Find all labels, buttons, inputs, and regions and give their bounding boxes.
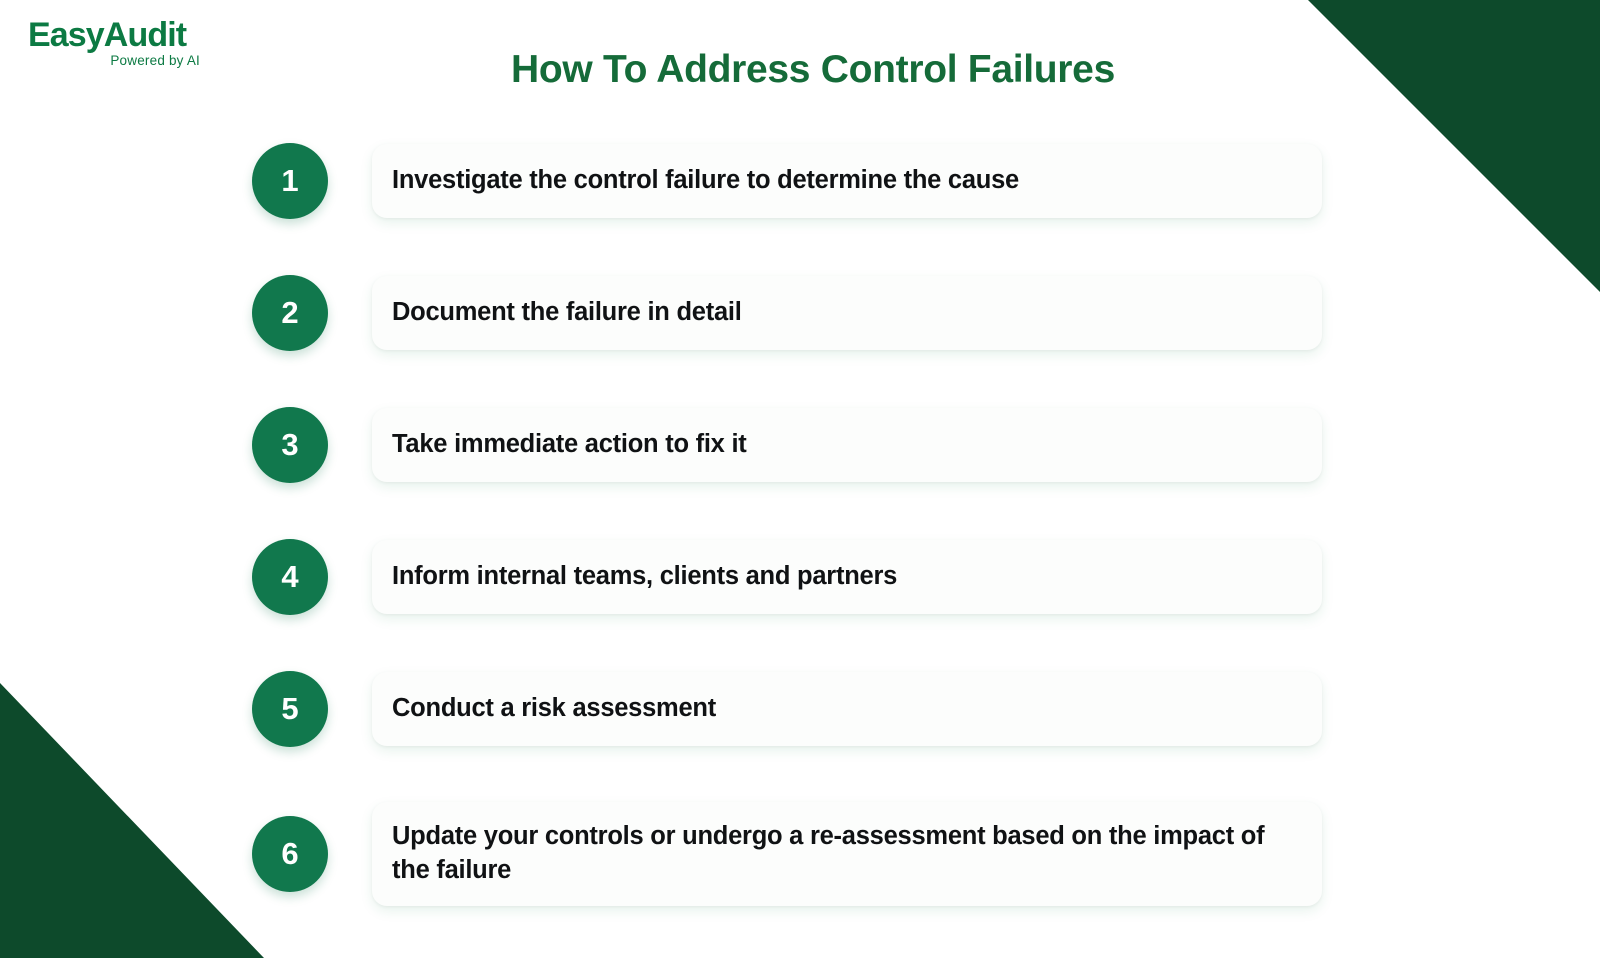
step-card: Inform internal teams, clients and partn… [372, 540, 1322, 614]
step-card: Update your controls or undergo a re-ass… [372, 802, 1322, 906]
step-number-badge: 1 [252, 143, 328, 219]
step-text: Document the failure in detail [392, 298, 742, 327]
step-number-badge: 2 [252, 275, 328, 351]
list-item: 2 Document the failure in detail [252, 270, 1322, 356]
step-card: Conduct a risk assessment [372, 672, 1322, 746]
page-title: How To Address Control Failures [511, 48, 1115, 91]
list-item: 5 Conduct a risk assessment [252, 666, 1322, 752]
top-right-corner-decoration [1308, 0, 1600, 292]
steps-list: 1 Investigate the control failure to det… [252, 138, 1322, 910]
step-number-badge: 3 [252, 407, 328, 483]
list-item: 1 Investigate the control failure to det… [252, 138, 1322, 224]
step-number-badge: 6 [252, 816, 328, 892]
list-item: 4 Inform internal teams, clients and par… [252, 534, 1322, 620]
step-number-badge: 4 [252, 539, 328, 615]
list-item: 3 Take immediate action to fix it [252, 402, 1322, 488]
step-text: Take immediate action to fix it [392, 430, 747, 459]
step-number-badge: 5 [252, 671, 328, 747]
list-item: 6 Update your controls or undergo a re-a… [252, 798, 1322, 910]
brand-logo: EasyAudit Powered by AI [28, 18, 258, 68]
brand-name: EasyAudit [28, 16, 187, 54]
step-text: Investigate the control failure to deter… [392, 166, 1019, 195]
step-text: Inform internal teams, clients and partn… [392, 562, 898, 591]
step-card: Take immediate action to fix it [372, 408, 1322, 482]
step-card: Investigate the control failure to deter… [372, 144, 1322, 218]
step-text: Conduct a risk assessment [392, 694, 716, 723]
bottom-left-corner-decoration [0, 683, 264, 958]
step-text: Update your controls or undergo a re-ass… [392, 822, 1265, 884]
step-card: Document the failure in detail [372, 276, 1322, 350]
brand-tagline: Powered by AI [110, 53, 200, 68]
